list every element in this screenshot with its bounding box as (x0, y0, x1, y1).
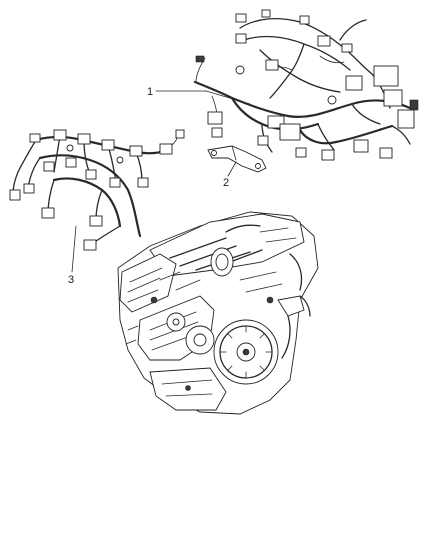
callout-2: 2 (223, 161, 237, 189)
callout-label-1: 1 (147, 86, 153, 98)
engine-assembly (117, 211, 319, 415)
harness-3 (9, 129, 185, 251)
callout-label-2: 2 (223, 177, 229, 189)
harness-1 (193, 9, 419, 161)
callout-1: 1 (147, 86, 251, 105)
callout-label-3: 3 (68, 274, 74, 286)
callout-3: 3 (68, 225, 77, 286)
harness-bracket-2 (207, 145, 267, 173)
